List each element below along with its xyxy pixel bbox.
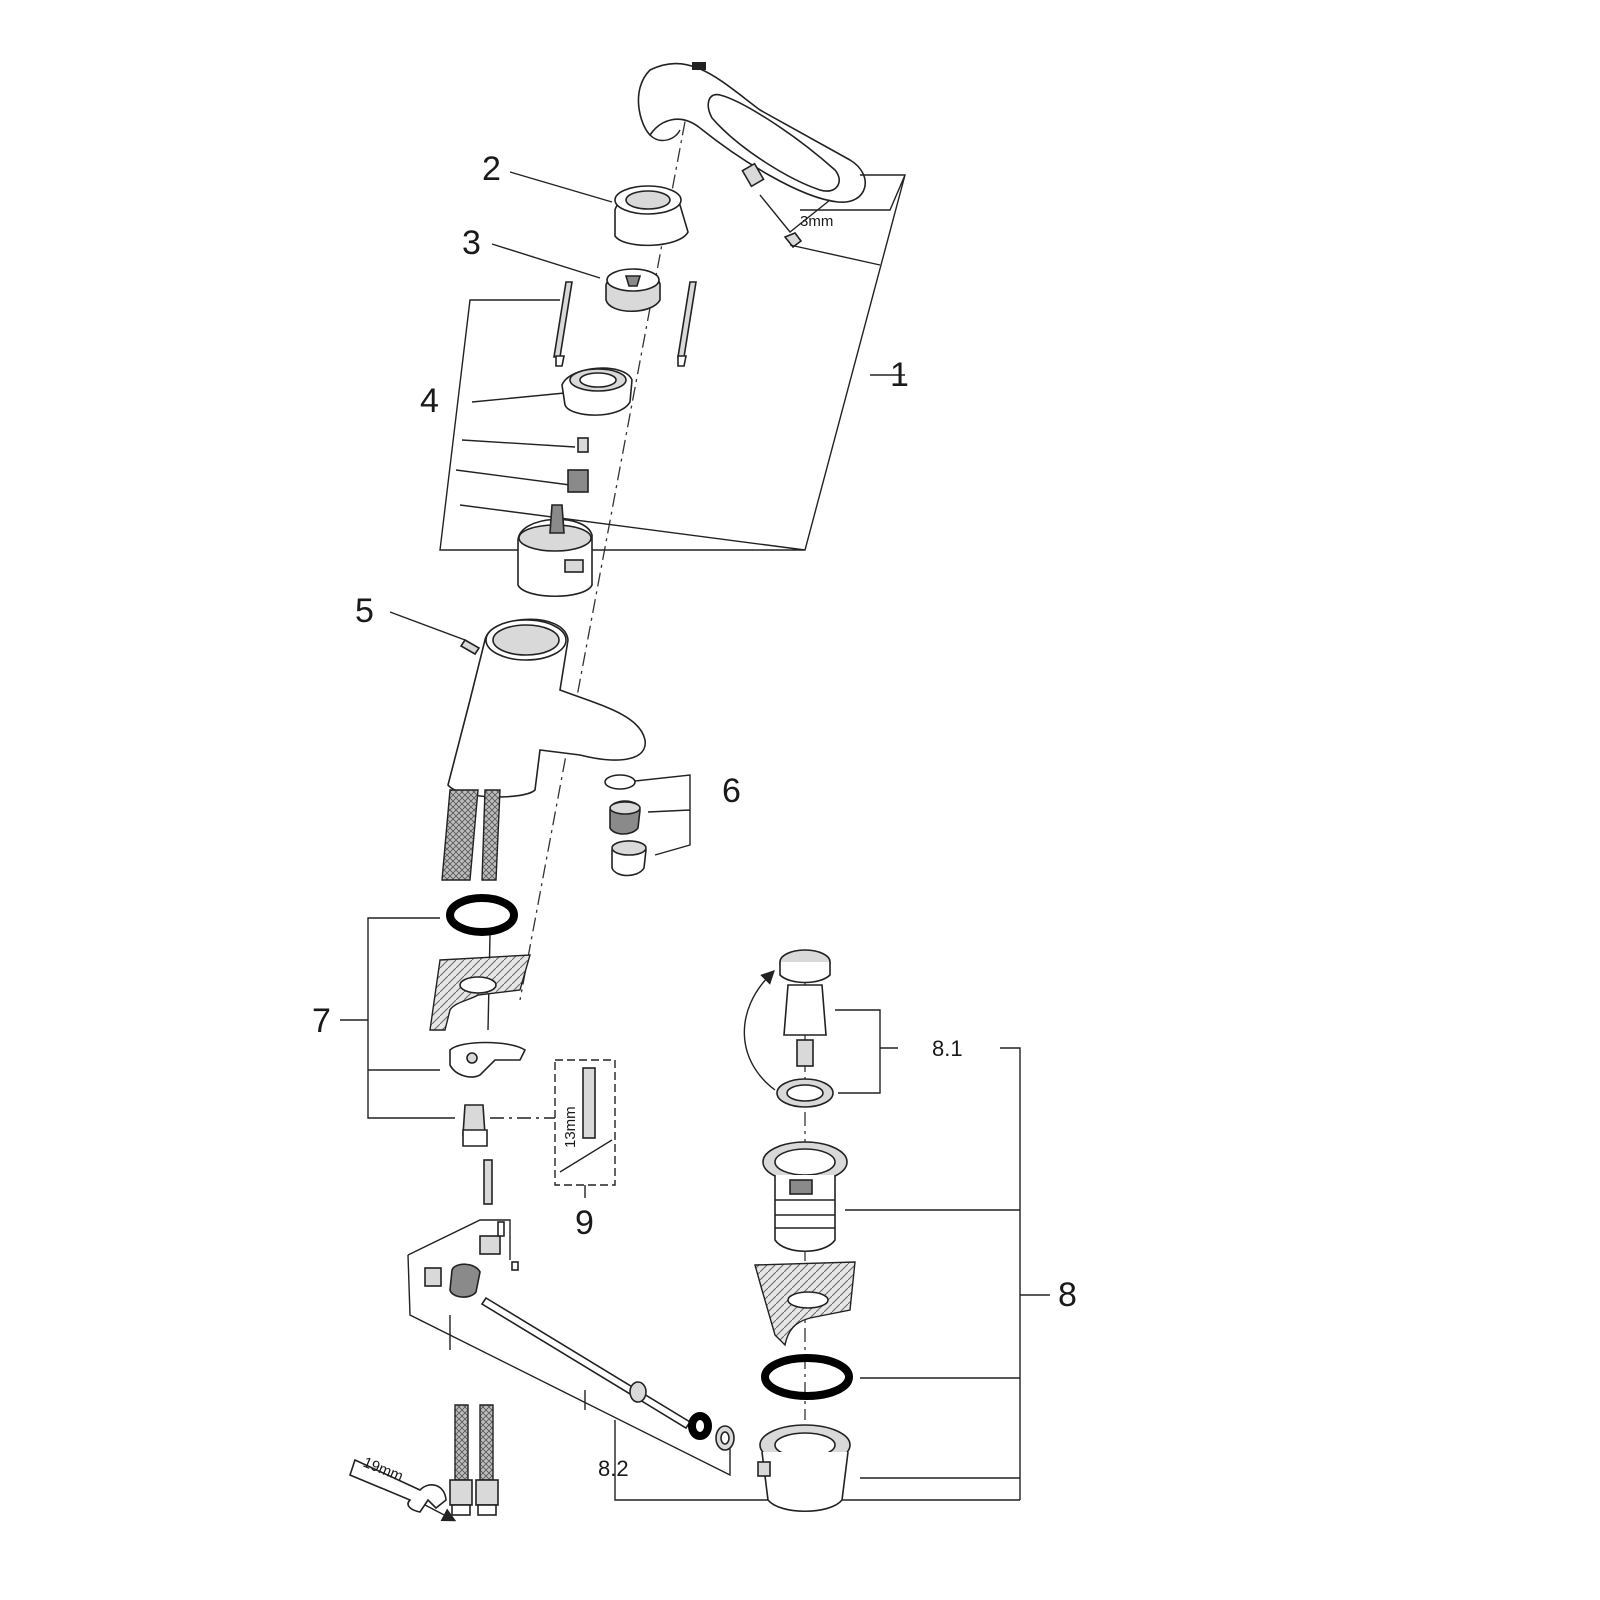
flexible-hose-right — [481, 789, 501, 881]
socket-tool-box — [554, 1059, 616, 1186]
leader-1-bracket — [439, 174, 906, 551]
basin-section — [429, 954, 531, 1031]
leader-4 — [455, 391, 576, 486]
callout-8-1: 8.1 — [932, 1036, 963, 1061]
clamping-nut — [561, 367, 633, 416]
pop-up-plug — [779, 949, 831, 1067]
cartridge — [517, 504, 593, 598]
aerator-insert — [609, 800, 641, 835]
leader-3 — [491, 243, 601, 279]
connection-hose-right — [475, 1404, 499, 1516]
aerator-washer — [604, 774, 636, 790]
leader-8-2-bracket — [407, 1219, 1020, 1501]
basin-section-waste — [754, 1261, 856, 1347]
callout-8: 8 — [1058, 1276, 1077, 1314]
callout-8-2: 8.2 — [598, 1456, 629, 1481]
pivot-nut — [424, 1263, 481, 1298]
waste-o-ring — [761, 1354, 853, 1400]
callout-2: 2 — [482, 150, 501, 188]
fixing-bracket — [449, 1041, 527, 1078]
waste-flange — [762, 1141, 848, 1252]
lift-rod — [483, 1159, 493, 1205]
mixer-body — [447, 618, 646, 798]
pivot-rod — [480, 1296, 692, 1430]
plug-seal — [776, 1078, 834, 1108]
callout-1: 1 — [890, 356, 909, 394]
callout-9: 9 — [575, 1204, 594, 1242]
socket-size: 13mm — [562, 1106, 579, 1148]
small-screw — [577, 437, 589, 453]
assembly-axis — [519, 94, 691, 1001]
grub-screw — [741, 162, 765, 188]
leader-7-bracket — [340, 917, 455, 1119]
callout-5: 5 — [355, 592, 374, 630]
connection-hose-left — [449, 1404, 473, 1516]
cap-cover — [614, 185, 689, 247]
leader-2 — [509, 171, 613, 203]
callout-3: 3 — [462, 224, 481, 262]
waste-body — [757, 1424, 851, 1513]
leader-6 — [634, 774, 691, 856]
fixing-screw-left — [553, 281, 573, 367]
callout-7: 7 — [312, 1002, 331, 1040]
adapter-ring — [605, 268, 661, 312]
wrench-19mm-icon — [349, 1458, 457, 1522]
aerator-housing — [611, 840, 647, 877]
callout-6: 6 — [722, 772, 741, 810]
fixing-screw-right — [677, 281, 697, 367]
lever-handle — [637, 62, 867, 203]
stem-adapter — [567, 469, 589, 493]
flexible-hose-left — [441, 789, 479, 881]
rod-clamp — [479, 1221, 519, 1271]
callout-4: 4 — [420, 382, 439, 420]
rotate-arrow-icon — [743, 970, 776, 1091]
pivot-o-ring — [688, 1412, 712, 1440]
leader-5 — [389, 611, 466, 641]
pivot-washer — [715, 1425, 735, 1451]
threaded-stud — [462, 1104, 488, 1147]
leader-8-1-bracket — [835, 1009, 1050, 1500]
hex-key-size: 3mm — [800, 213, 833, 230]
o-ring-base — [446, 894, 518, 936]
